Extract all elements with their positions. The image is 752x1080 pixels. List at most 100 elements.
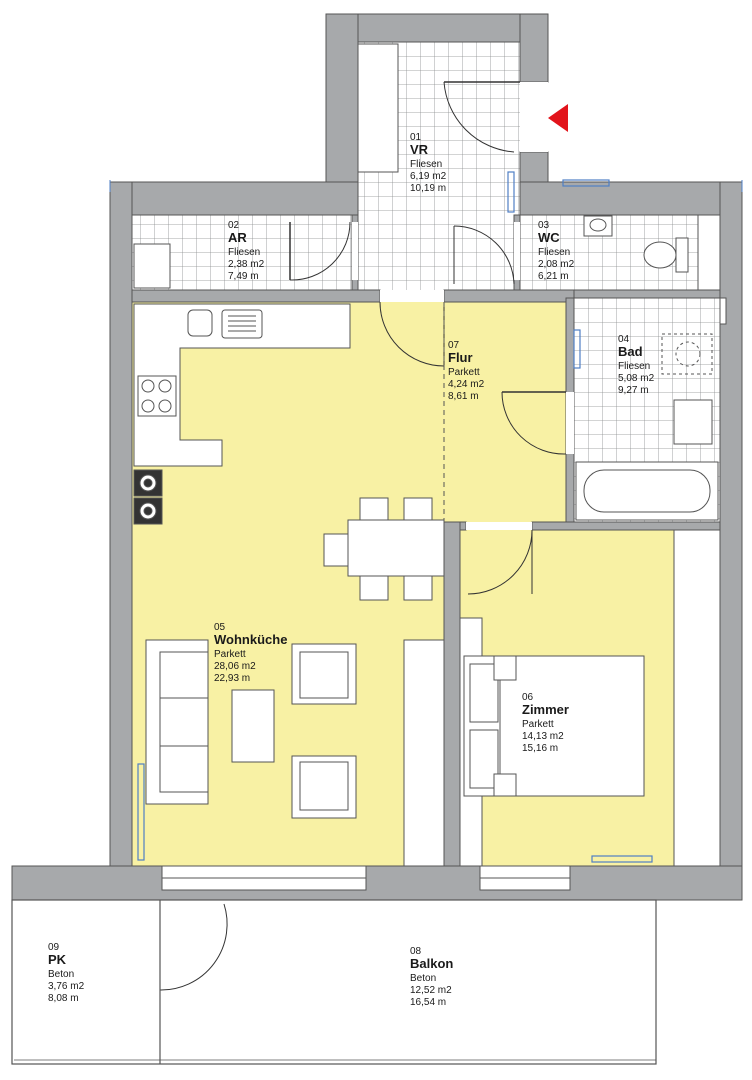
room-area: 28,06 m2	[214, 661, 256, 672]
wall	[531, 521, 721, 531]
room-area: 4,24 m2	[448, 379, 485, 390]
opening	[566, 392, 574, 454]
room-perimeter: 8,61 m	[448, 391, 479, 402]
oven-icon	[133, 469, 163, 525]
room-material: Fliesen	[410, 159, 442, 170]
room-number: 01	[410, 132, 422, 143]
room-number: 06	[522, 692, 534, 703]
wall	[109, 181, 133, 873]
opening	[380, 290, 444, 302]
room-number: 04	[618, 334, 630, 345]
room-perimeter: 16,54 m	[410, 997, 446, 1008]
toilet-icon	[643, 237, 689, 273]
room-perimeter: 9,27 m	[618, 385, 649, 396]
corner-ticks	[109, 180, 743, 192]
room-material: Beton	[48, 969, 74, 980]
bad-washstand	[673, 399, 713, 445]
room-perimeter: 6,21 m	[538, 271, 569, 282]
room-material: Fliesen	[618, 361, 650, 372]
room-name: PK	[48, 952, 67, 967]
room-number: 08	[410, 946, 422, 957]
armchair	[291, 755, 357, 819]
stove-icon	[137, 375, 177, 417]
room-area: 2,38 m2	[228, 259, 265, 270]
room-name: VR	[410, 142, 429, 157]
furniture	[133, 43, 721, 867]
room-perimeter: 7,49 m	[228, 271, 259, 282]
room-material: Parkett	[448, 367, 480, 378]
room-name: AR	[228, 230, 247, 245]
room-material: Fliesen	[228, 247, 260, 258]
dining-table	[323, 497, 445, 601]
wall	[573, 289, 721, 299]
wall	[131, 289, 381, 303]
wall	[443, 521, 461, 867]
ar-shelf	[133, 243, 171, 289]
room-material: Parkett	[522, 719, 554, 730]
room-number: 07	[448, 340, 460, 351]
windows	[161, 297, 727, 891]
wall	[443, 289, 575, 303]
room-number: 09	[48, 942, 60, 953]
armchair	[291, 643, 357, 705]
balcony	[11, 899, 657, 1065]
opening	[466, 522, 532, 530]
shower-icon	[661, 333, 713, 375]
room-area: 5,08 m2	[618, 373, 655, 384]
entrance-arrow-icon	[548, 104, 568, 132]
room-perimeter: 10,19 m	[410, 183, 446, 194]
room-area: 2,08 m2	[538, 259, 575, 270]
room-area: 6,19 m2	[410, 171, 447, 182]
coffee-table	[231, 689, 275, 763]
room-area: 3,76 m2	[48, 981, 85, 992]
wall	[325, 13, 549, 43]
opening	[514, 222, 520, 280]
room-name: Zimmer	[522, 702, 569, 717]
kitchen-counter	[133, 303, 351, 467]
wall	[325, 13, 359, 197]
room-name: Bad	[618, 344, 643, 359]
walls	[11, 13, 743, 901]
bathtub-icon	[575, 461, 719, 521]
room-material: Beton	[410, 973, 436, 984]
wall	[11, 865, 743, 901]
living-cabinet	[403, 639, 445, 867]
room-material: Parkett	[214, 649, 246, 660]
room-perimeter: 22,93 m	[214, 673, 250, 684]
room-area: 14,13 m2	[522, 731, 564, 742]
wc-column	[697, 214, 721, 291]
double-bed	[463, 655, 645, 797]
room-perimeter: 15,16 m	[522, 743, 558, 754]
radiators	[137, 171, 653, 863]
room-perimeter: 8,08 m	[48, 993, 79, 1004]
vr-wardrobe	[357, 43, 399, 173]
room-name: Flur	[448, 350, 473, 365]
room-area: 12,52 m2	[410, 985, 452, 996]
room-name: WC	[538, 230, 560, 245]
opening	[520, 82, 548, 152]
wall	[519, 13, 549, 83]
room-number: 05	[214, 622, 226, 633]
openings	[352, 82, 574, 530]
wc-washbasin	[583, 215, 613, 237]
room-number: 03	[538, 220, 550, 231]
bedroom-wardrobe	[673, 529, 721, 867]
wall	[719, 181, 743, 873]
opening	[352, 222, 358, 280]
wall	[519, 181, 743, 216]
room-material: Fliesen	[538, 247, 570, 258]
room-number: 02	[228, 220, 240, 231]
room-name: Balkon	[410, 956, 453, 971]
wall	[109, 181, 359, 216]
